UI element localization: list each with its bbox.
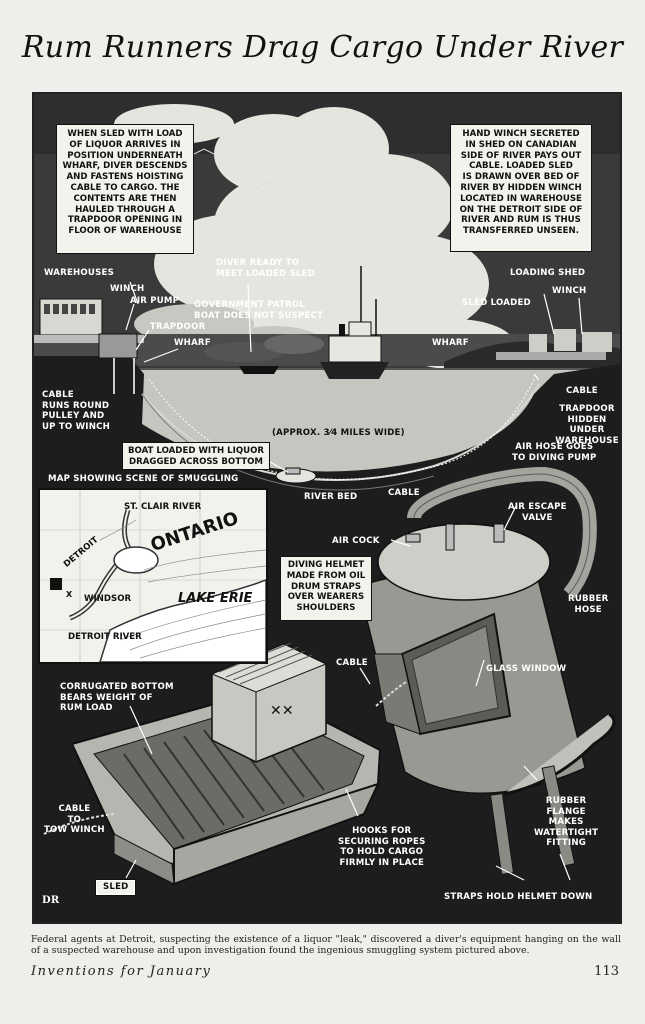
cable-to-helmet — [375, 681, 407, 707]
label-cable-bed: CABLE — [388, 488, 420, 498]
map-artwork — [40, 490, 266, 662]
map-label-st-clair: ST. CLAIR RIVER — [124, 502, 202, 512]
label-diver-ready: DIVER READY TO MEET LOADED SLED — [216, 258, 316, 279]
label-corrugated: CORRUGATED BOTTOM BEARS WEIGHT OF RUM LO… — [60, 682, 174, 713]
inset-map: ST. CLAIR RIVER ONTARIO DETROIT WINDSOR … — [38, 488, 268, 664]
map-label-lake-erie: LAKE ERIE — [178, 591, 253, 606]
cable-to-winch — [43, 813, 115, 835]
illustration: WHEN SLED WITH LOAD OF LIQUOR ARRIVES IN… — [32, 92, 622, 924]
map-title: MAP SHOWING SCENE OF SMUGGLING — [48, 474, 239, 484]
label-rubber-hose: RUBBER HOSE — [568, 594, 609, 615]
clouds — [114, 104, 514, 369]
label-sled-loaded: SLED LOADED — [462, 298, 531, 308]
left-warehouses — [34, 298, 144, 394]
map-label-windsor: WINDSOR — [84, 594, 132, 604]
label-trapdoor-hidden: TRAPDOOR HIDDEN UNDER WAREHOUSE — [555, 404, 619, 446]
sled-drawing — [70, 642, 382, 886]
label-warehouses: WAREHOUSES — [44, 268, 114, 278]
map-marker: X — [66, 590, 73, 599]
artist-signature: DR — [42, 895, 60, 906]
label-sled: SLED — [94, 879, 137, 896]
label-air-cock: AIR COCK — [332, 536, 380, 546]
figure-caption: Federal agents at Detroit, suspecting th… — [31, 934, 621, 956]
label-wharf-left: WHARF — [174, 338, 211, 348]
label-wharf-right: WHARF — [432, 338, 469, 348]
map-label-detroit-river: DETROIT RIVER — [68, 632, 142, 642]
label-miles-wide: (APPROX. 3⁄4 MILES WIDE) — [272, 428, 405, 438]
callout-boat-loaded: BOAT LOADED WITH LIQUOR DRAGGED ACROSS B… — [122, 442, 270, 470]
diving-helmet — [357, 523, 616, 876]
patrol-boat — [320, 266, 389, 379]
label-hooks: HOOKS FOR SECURING ROPES TO HOLD CARGO F… — [338, 826, 426, 868]
right-shore-buildings — [496, 329, 612, 360]
crate-mark: ✕✕ — [270, 703, 294, 719]
label-cable-right: CABLE — [566, 386, 598, 396]
callout-hand-winch: HAND WINCH SECRETED IN SHED ON CANADIAN … — [450, 124, 592, 252]
article-title: Rum Runners Drag Cargo Under River — [21, 30, 624, 65]
label-air-hose: AIR HOSE GOES TO DIVING PUMP — [512, 442, 597, 463]
page-number: 113 — [594, 964, 619, 979]
label-winch-right: WINCH — [552, 286, 587, 296]
label-cable-runs: CABLE RUNS ROUND PULLEY AND UP TO WINCH — [42, 390, 110, 432]
label-cable-sled: CABLE — [336, 658, 368, 668]
callout-sled-arrives: WHEN SLED WITH LOAD OF LIQUOR ARRIVES IN… — [56, 124, 194, 254]
label-cable-tow: CABLE TO TOW WINCH — [44, 804, 105, 835]
label-straps: STRAPS HOLD HELMET DOWN — [444, 892, 593, 902]
label-glass-window: GLASS WINDOW — [486, 664, 567, 674]
label-winch-left: WINCH — [110, 284, 145, 294]
sunken-boat — [275, 467, 317, 484]
label-river-bed: RIVER BED — [304, 492, 358, 502]
label-trapdoor: TRAPDOOR — [150, 322, 206, 332]
label-rubber-flange: RUBBER FLANGE MAKES WATERTIGHT FITTING — [534, 796, 599, 848]
label-gov-patrol: GOVERNMENT PATROL BOAT DOES NOT SUSPECT — [194, 300, 324, 321]
running-footer: Inventions for January — [31, 964, 212, 979]
callout-diving-helmet: DIVING HELMET MADE FROM OIL DRUM STRAPS … — [280, 556, 372, 621]
label-loading-shed: LOADING SHED — [510, 268, 586, 278]
label-air-pump: AIR PUMP — [130, 296, 180, 306]
label-air-escape: AIR ESCAPE VALVE — [508, 502, 567, 523]
